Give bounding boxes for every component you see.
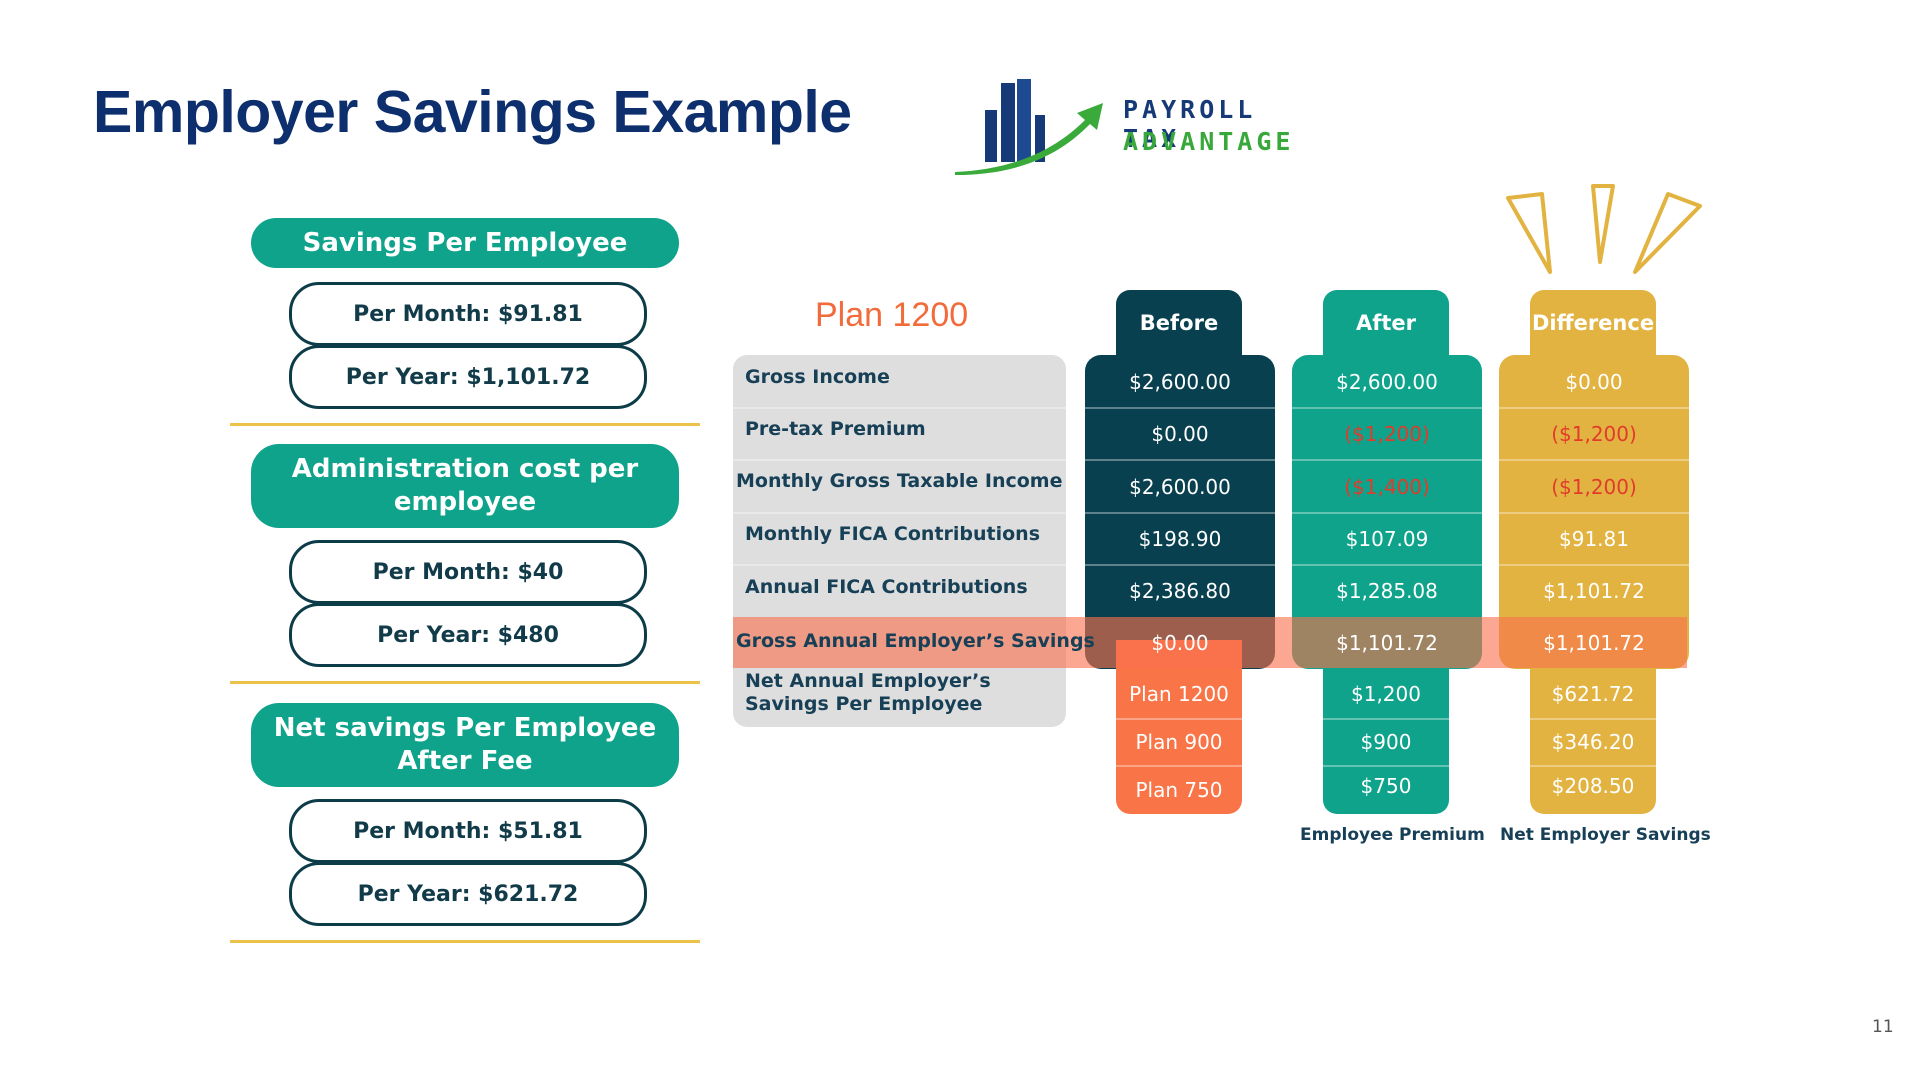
plan-cell: Plan 750 xyxy=(1135,778,1223,802)
before-cell: $0.00 xyxy=(1151,422,1209,446)
difference-cell: ($1,200) xyxy=(1551,475,1637,499)
savings-per-year-pill: Per Year: $1,101.72 xyxy=(289,345,647,409)
admin-per-month-pill: Per Month: $40 xyxy=(289,540,647,604)
before-cell: $0.00 xyxy=(1151,630,1209,655)
net-savings-column xyxy=(1530,640,1656,814)
net-savings-cell: $621.72 xyxy=(1551,682,1635,706)
premium-column xyxy=(1323,640,1449,814)
row-label: Gross Income xyxy=(745,366,890,388)
row-label: Pre-tax Premium xyxy=(745,418,926,440)
after-cell: $107.09 xyxy=(1345,527,1429,551)
row-separator xyxy=(733,564,1689,566)
after-cell: $1,101.72 xyxy=(1336,630,1438,655)
after-cell: ($1,200) xyxy=(1344,422,1430,446)
after-cell: $2,600.00 xyxy=(1336,370,1438,394)
row-separator xyxy=(733,407,1689,409)
row-separator xyxy=(1116,718,1656,720)
company-logo: PAYROLL TAX ADVANTAGE xyxy=(955,75,1310,180)
admin-cost-heading: Administration cost per employee xyxy=(251,444,679,528)
difference-cell: $1,101.72 xyxy=(1543,630,1645,655)
savings-per-employee-heading: Savings Per Employee xyxy=(251,218,679,268)
difference-cell: $91.81 xyxy=(1559,527,1629,551)
admin-per-year-pill: Per Year: $480 xyxy=(289,603,647,667)
row-label: Annual FICA Contributions xyxy=(745,576,1028,598)
row-separator xyxy=(733,459,1689,461)
savings-per-month-pill: Per Month: $91.81 xyxy=(289,282,647,346)
before-cell: $2,386.80 xyxy=(1129,579,1231,603)
plan-cell: Plan 900 xyxy=(1135,730,1223,754)
net-per-year-pill: Per Year: $621.72 xyxy=(289,862,647,926)
net-savings-cell: $208.50 xyxy=(1551,774,1635,798)
before-cell: $198.90 xyxy=(1138,527,1222,551)
row-label: Monthly Gross Taxable Income xyxy=(736,470,1063,492)
logo-text-line2: ADVANTAGE xyxy=(1123,127,1295,156)
plan-cell: Plan 1200 xyxy=(1129,682,1229,706)
after-header: After xyxy=(1323,290,1449,356)
after-cell: $1,285.08 xyxy=(1336,579,1438,603)
after-cell: ($1,400) xyxy=(1344,475,1430,499)
row-label: Monthly FICA Contributions xyxy=(745,523,1041,545)
employee-premium-label: Employee Premium xyxy=(1300,825,1485,845)
net-savings-heading: Net savings Per Employee After Fee xyxy=(251,703,679,787)
before-cell: $2,600.00 xyxy=(1129,370,1231,394)
savings-highlight-row xyxy=(733,617,1687,668)
page-number: 11 xyxy=(1872,1017,1894,1037)
before-cell: $2,600.00 xyxy=(1129,475,1231,499)
premium-cell: $900 xyxy=(1360,730,1412,754)
row-label: Gross Annual Employer’s Savings xyxy=(736,630,1095,652)
before-header: Before xyxy=(1116,290,1242,356)
difference-cell: $0.00 xyxy=(1565,370,1623,394)
divider xyxy=(230,423,700,426)
row-label: Net Annual Employer’s Savings Per Employ… xyxy=(745,670,991,715)
divider xyxy=(230,681,700,684)
premium-cell: $750 xyxy=(1360,774,1412,798)
row-separator xyxy=(1116,765,1656,767)
before-column xyxy=(1085,355,1275,669)
premium-cell: $1,200 xyxy=(1351,682,1421,706)
row-separator xyxy=(733,512,1689,514)
net-savings-cell: $346.20 xyxy=(1551,730,1635,754)
page-title: Employer Savings Example xyxy=(93,79,852,145)
net-employer-savings-label: Net Employer Savings xyxy=(1500,825,1711,845)
difference-cell: $1,101.72 xyxy=(1543,579,1645,603)
difference-column xyxy=(1499,355,1689,669)
after-column xyxy=(1292,355,1482,669)
plan-title: Plan 1200 xyxy=(815,296,969,334)
logo-buildings-arrow-icon xyxy=(955,79,1103,175)
difference-cell: ($1,200) xyxy=(1551,422,1637,446)
net-per-month-pill: Per Month: $51.81 xyxy=(289,799,647,863)
emphasis-marks-icon xyxy=(1506,184,1702,274)
plans-column xyxy=(1116,640,1242,814)
divider xyxy=(230,940,700,943)
difference-header: Difference xyxy=(1530,290,1656,356)
logo-text-line1: PAYROLL TAX xyxy=(1123,95,1257,153)
